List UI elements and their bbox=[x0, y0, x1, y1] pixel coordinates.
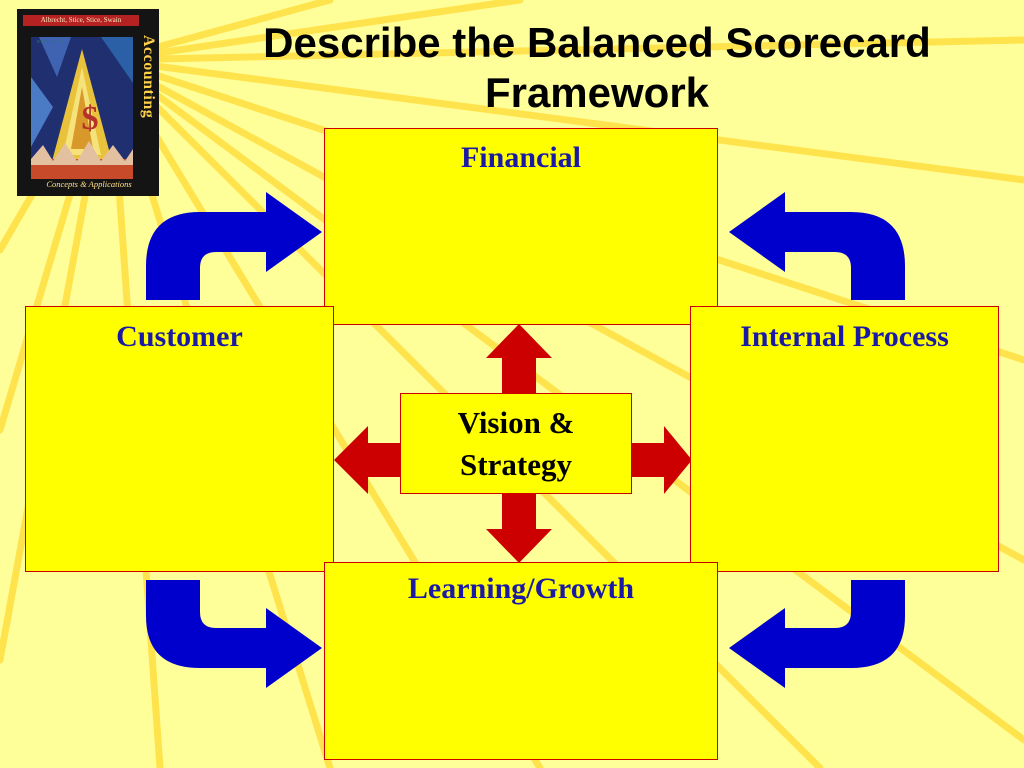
book-art bbox=[31, 37, 133, 179]
red-arrow-right bbox=[632, 426, 692, 494]
book-title: Accounting bbox=[140, 35, 157, 119]
internal-process-label: Internal Process bbox=[740, 320, 949, 353]
learning-growth-box: Learning/Growth bbox=[324, 562, 718, 760]
internal-process-box: Internal Process bbox=[690, 306, 999, 572]
red-arrow-down bbox=[486, 494, 552, 563]
book-subtitle: Concepts & Applications bbox=[46, 179, 132, 189]
book-authors: Albrecht, Stice, Stice, Swain bbox=[23, 15, 139, 26]
customer-box: Customer bbox=[25, 306, 334, 572]
red-arrow-left bbox=[334, 426, 400, 494]
svg-text:$: $ bbox=[82, 100, 99, 137]
learning-growth-label: Learning/Growth bbox=[407, 572, 635, 605]
financial-label: Financial bbox=[460, 141, 581, 174]
blue-arrow-internal-to-financial bbox=[729, 192, 905, 300]
financial-box: Financial bbox=[324, 128, 718, 325]
customer-label: Customer bbox=[116, 320, 243, 353]
book-edition: edition 8 bbox=[37, 39, 65, 45]
blue-arrow-internal-to-learning bbox=[729, 580, 905, 688]
dollar-sign-icon: $ bbox=[82, 100, 99, 137]
slide-title: Describe the Balanced Scorecard Framewor… bbox=[263, 19, 931, 116]
vision-strategy-label: Vision & Strategy bbox=[457, 404, 575, 482]
blue-arrow-customer-to-learning bbox=[146, 580, 322, 688]
book-cover: Albrecht, Stice, Stice, Swain edition 8 … bbox=[17, 9, 159, 196]
red-arrow-up bbox=[486, 324, 552, 393]
vision-strategy-box: Vision & Strategy bbox=[400, 393, 632, 494]
blue-arrow-customer-to-financial bbox=[146, 192, 322, 300]
